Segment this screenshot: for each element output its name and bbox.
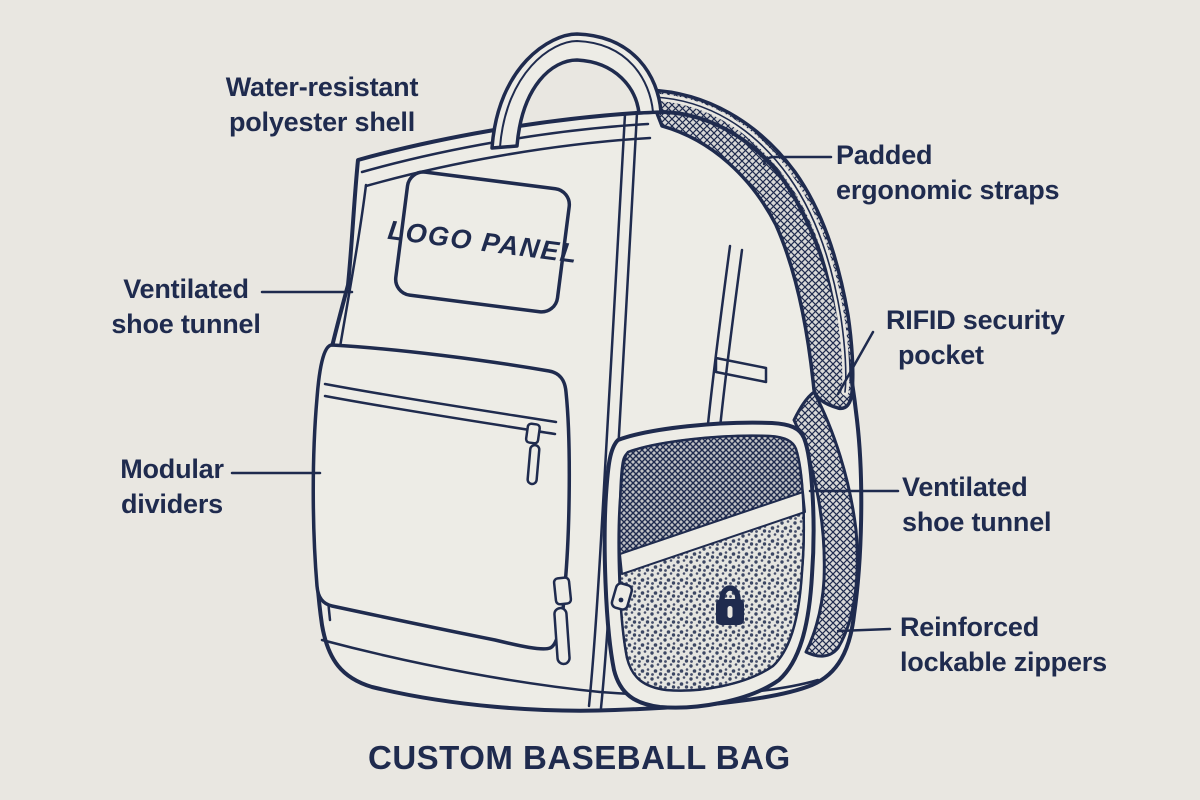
diagram-title: CUSTOM BASEBALL BAG [368, 739, 791, 776]
front-pocket [311, 343, 573, 666]
label-padded-ergonomic-straps: Padded ergonomic straps [836, 138, 1060, 208]
label-ventilated-shoe-tunnel-right: Ventilated shoe tunnel [902, 470, 1052, 540]
back-gusset-seam [706, 244, 768, 430]
side-pocket-zipper-pull [610, 582, 634, 611]
strap-pad [646, 88, 855, 411]
label-line: shoe tunnel [111, 309, 261, 339]
front-pocket-outline [311, 343, 572, 651]
strap-pad-piping-line [653, 96, 847, 393]
label-line: RIFID security [886, 305, 1065, 335]
side-mesh-pocket [602, 420, 816, 710]
label-line: ergonomic straps [836, 175, 1060, 205]
side-pocket-inner-border [617, 434, 806, 692]
label-line: Water-resistant [225, 72, 419, 102]
label-line: Ventilated [902, 472, 1028, 502]
top-handle [490, 32, 663, 150]
top-handle-accent [499, 40, 654, 148]
leader-line-straps [762, 155, 833, 166]
label-line: polyester shell [228, 107, 416, 137]
label-rfid-security-pocket: RIFID security pocket [886, 303, 1065, 373]
label-ventilated-shoe-tunnel-left: Ventilated shoe tunnel [36, 272, 336, 342]
front-pocket-zipper-pull [524, 422, 541, 486]
label-line: Modular [120, 454, 224, 484]
label-line: Reinforced [900, 612, 1040, 642]
logo-panel: LOGO PANEL [386, 170, 580, 314]
side-pocket-hem-band [619, 491, 806, 575]
label-line: dividers [121, 489, 223, 519]
front-pocket-side-zipper-pull [552, 576, 573, 666]
label-line: Ventilated [123, 274, 249, 304]
leader-lines [230, 155, 900, 633]
label-reinforced-lockable-zippers: Reinforced lockable zippers [900, 610, 1107, 680]
lock-icon [716, 585, 744, 625]
leader-line-zippers [836, 627, 892, 633]
label-modular-dividers: Modular dividers [22, 452, 322, 522]
leader-line-rfid [836, 330, 875, 396]
rfid-pocket-zip [714, 356, 768, 384]
label-line: Padded [836, 140, 933, 170]
label-water-resistant-shell: Water-resistant polyester shell [172, 70, 472, 140]
label-line: lockable zippers [900, 647, 1107, 677]
label-line: shoe tunnel [902, 507, 1052, 537]
label-line: pocket [898, 340, 984, 370]
